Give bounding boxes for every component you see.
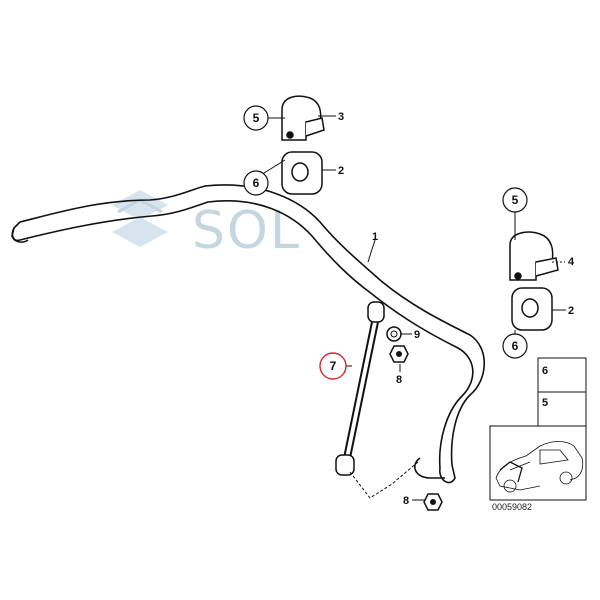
label-1: 1 <box>372 231 378 243</box>
watermark-text: SOL <box>192 201 301 261</box>
callout-label: 6 <box>253 176 260 190</box>
callout-6-upper-left: 6 <box>243 170 269 196</box>
label-4: 4 <box>568 256 575 268</box>
watermark-logo-icon <box>112 190 168 247</box>
label-8-upper: 8 <box>396 374 402 386</box>
callout-label: 7 <box>330 359 337 373</box>
stabilizer-bar <box>11 184 485 484</box>
bushing-right <box>511 287 553 331</box>
label-2-right: 2 <box>568 305 574 317</box>
watermark: SOL <box>112 190 301 261</box>
callout-7-link: 7 <box>319 352 347 380</box>
legend-label-6: 6 <box>542 365 548 377</box>
diagram-code: 00059082 <box>492 502 532 512</box>
nut-upper <box>389 345 409 363</box>
vehicle-inset: 00059082 <box>489 425 587 512</box>
callout-5-right: 5 <box>502 187 528 213</box>
callout-label: 6 <box>512 339 519 353</box>
label-2-left: 2 <box>338 165 344 177</box>
callout-6-right: 6 <box>502 333 528 359</box>
callout-label: 5 <box>512 193 519 207</box>
label-3: 3 <box>338 111 344 123</box>
label-9: 9 <box>414 329 420 341</box>
callout-label: 5 <box>253 111 260 125</box>
legend-label-5: 5 <box>542 397 548 409</box>
washer <box>386 326 402 342</box>
car-outline-icon <box>495 441 584 493</box>
legend-panel: 6 5 <box>537 357 587 427</box>
stabilizer-link <box>335 301 419 499</box>
bushing-upper-left <box>281 151 323 195</box>
callout-5-upper-left: 5 <box>243 105 269 131</box>
bracket-right <box>509 231 559 281</box>
bracket-upper-left <box>281 95 325 141</box>
nut-lower <box>423 493 443 511</box>
label-8-lower: 8 <box>403 495 409 507</box>
